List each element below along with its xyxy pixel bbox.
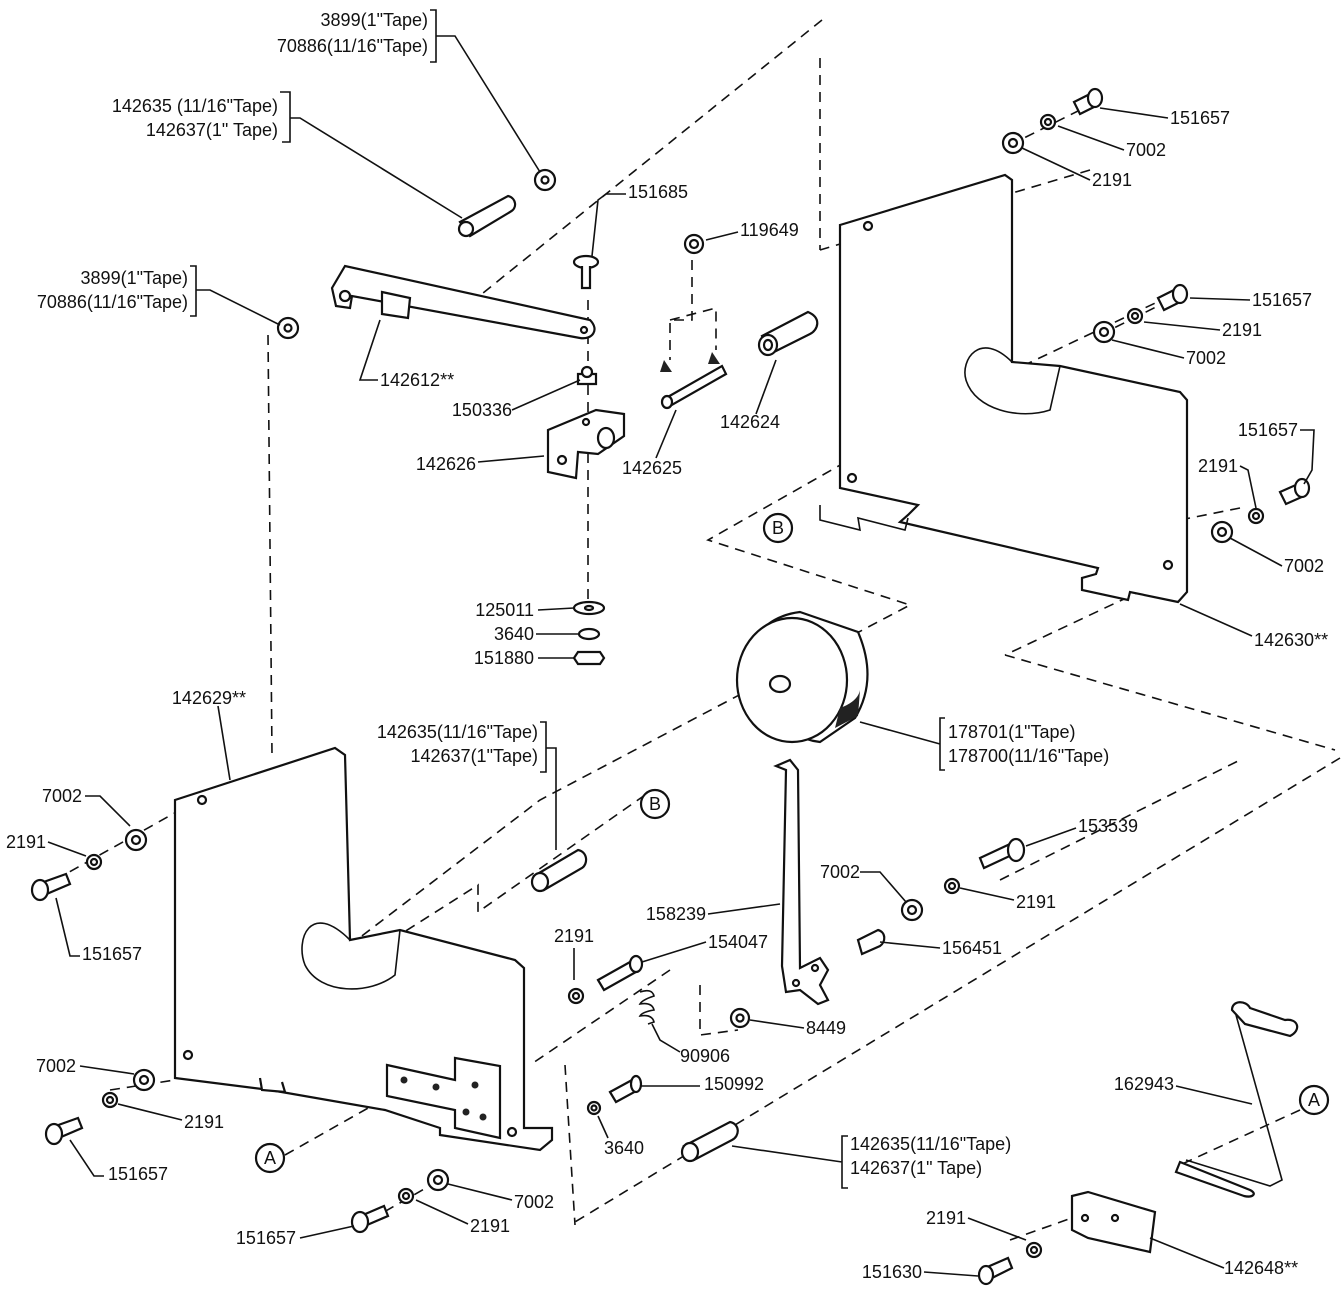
label-3899-top: 3899(1"Tape): [321, 10, 428, 30]
small-parts: [30, 87, 1311, 1286]
reel-plate-right-142630: [819, 173, 1189, 604]
label-158239: 158239: [646, 904, 706, 924]
label-142625: 142625: [622, 458, 682, 478]
label-178701: 178701(1"Tape): [948, 722, 1076, 742]
part-labels: 3899(1"Tape) 70886(11/16"Tape) 142635 (1…: [6, 10, 1328, 1282]
label-151630: 151630: [862, 1262, 922, 1282]
label-7002-c: 7002: [1284, 556, 1324, 576]
label-2191-c: 2191: [1198, 456, 1238, 476]
label-125011: 125011: [475, 600, 534, 620]
label-70886-mid: 70886(11/16"Tape): [37, 292, 188, 312]
label-8449: 8449: [806, 1018, 846, 1038]
reel-plate-left-142629: [173, 746, 554, 1152]
label-151657-c: 151657: [1238, 420, 1298, 440]
label-153539: 153539: [1078, 816, 1138, 836]
label-2191-d: 2191: [6, 832, 46, 852]
leader-lines: [47, 9, 1315, 1277]
label-3640-a: 3640: [494, 624, 534, 644]
label-150992: 150992: [704, 1074, 764, 1094]
label-151657-b: 151657: [1252, 290, 1312, 310]
callout-b-top: B: [772, 518, 784, 538]
label-3899-mid: 3899(1"Tape): [81, 268, 188, 288]
label-150336: 150336: [452, 400, 512, 420]
label-162943: 162943: [1114, 1074, 1174, 1094]
label-2191-f: 2191: [554, 926, 594, 946]
label-2191-a: 2191: [1092, 170, 1132, 190]
label-142624: 142624: [720, 412, 780, 432]
label-7002-e: 7002: [820, 862, 860, 882]
label-142635-mid: 142635(11/16"Tape): [377, 722, 538, 742]
label-142637-mid: 142637(1"Tape): [411, 746, 539, 766]
label-154047: 154047: [708, 932, 768, 952]
label-7002-b: 7002: [1186, 348, 1226, 368]
label-7002-g: 7002: [514, 1192, 554, 1212]
label-119649: 119649: [740, 220, 799, 240]
callout-a-right: A: [1308, 1090, 1320, 1110]
label-142637-bot: 142637(1" Tape): [850, 1158, 982, 1178]
callout-b-mid: B: [649, 794, 661, 814]
tape-reel-178701: [735, 610, 869, 744]
callout-circles: [254, 512, 1330, 1174]
label-151657-d: 151657: [82, 944, 142, 964]
label-7002-f: 7002: [36, 1056, 76, 1076]
label-142630: 142630**: [1254, 630, 1328, 650]
label-151657-a: 151657: [1170, 108, 1230, 128]
label-151657-f: 151657: [236, 1228, 296, 1248]
label-142648: 142648**: [1224, 1258, 1298, 1278]
label-7002-a: 7002: [1126, 140, 1166, 160]
label-142629: 142629**: [172, 688, 246, 708]
label-7002-d: 7002: [42, 786, 82, 806]
label-2191-g: 2191: [184, 1112, 224, 1132]
label-142637-top: 142637(1" Tape): [146, 120, 278, 140]
label-2191-i: 2191: [926, 1208, 966, 1228]
label-151657-e: 151657: [108, 1164, 168, 1184]
label-142626: 142626: [416, 454, 476, 474]
label-142635-bot: 142635(11/16"Tape): [850, 1134, 1011, 1154]
label-70886-top: 70886(11/16"Tape): [277, 36, 428, 56]
label-156451: 156451: [942, 938, 1002, 958]
label-178700: 178700(11/16"Tape): [948, 746, 1109, 766]
label-2191-b: 2191: [1222, 320, 1262, 340]
label-142635-top: 142635 (11/16"Tape): [112, 96, 278, 116]
label-2191-e: 2191: [1016, 892, 1056, 912]
label-90906: 90906: [680, 1046, 730, 1066]
label-151685: 151685: [628, 182, 688, 202]
label-142612: 142612**: [380, 370, 454, 390]
label-3640-b: 3640: [604, 1138, 644, 1158]
label-151880: 151880: [474, 648, 534, 668]
callout-a-left: A: [264, 1148, 276, 1168]
label-2191-h: 2191: [470, 1216, 510, 1236]
